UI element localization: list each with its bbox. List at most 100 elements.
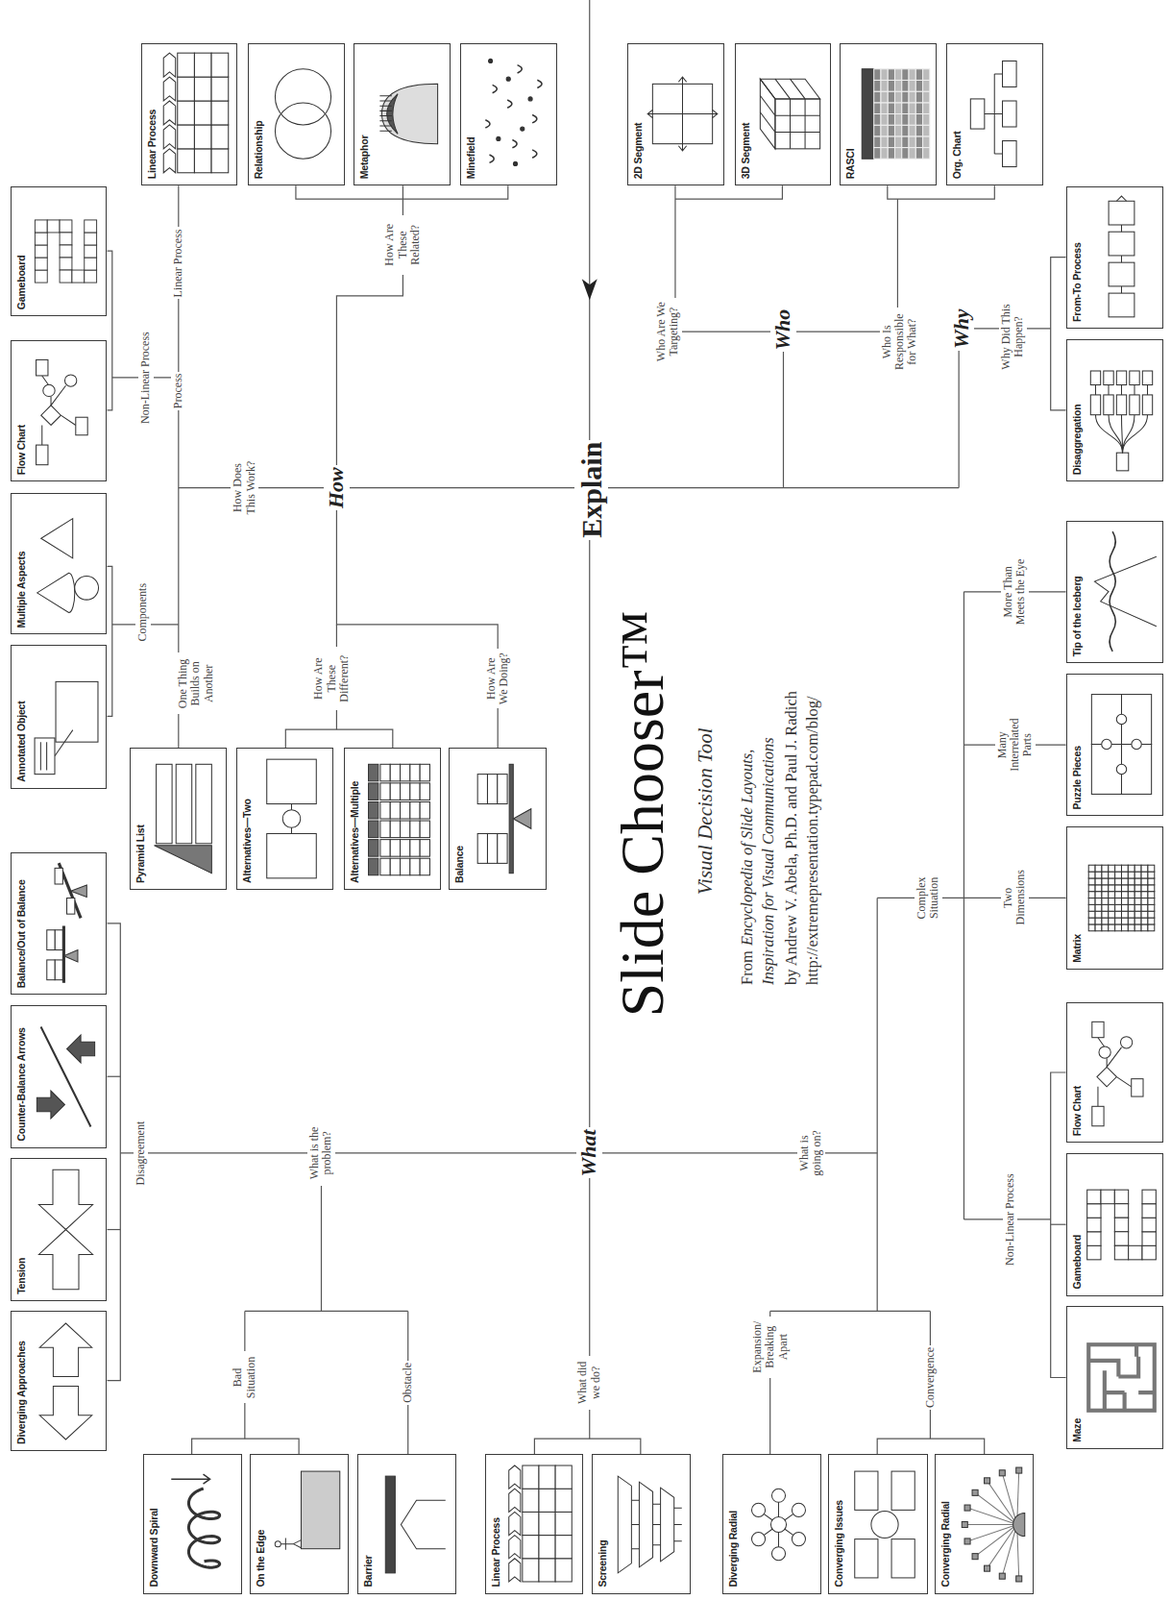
icon-rect <box>1127 924 1135 931</box>
icon-rect <box>1002 61 1018 88</box>
icon-circle <box>274 1539 281 1546</box>
icon-rect <box>1147 878 1155 885</box>
icon-rect <box>1147 897 1155 904</box>
layout-icon <box>1085 344 1158 475</box>
icon-rect <box>1147 903 1155 911</box>
layout-icon <box>1085 1007 1158 1136</box>
tree-line <box>963 591 965 1220</box>
tree-line <box>336 487 498 749</box>
icon-path <box>674 1507 683 1540</box>
box-label: On the Edge <box>250 1454 267 1592</box>
tree-line <box>106 1075 121 1077</box>
icon-rect <box>367 782 378 801</box>
icon-rect <box>1114 1217 1128 1232</box>
icon-rect <box>1147 917 1155 925</box>
icon-path <box>975 1523 1018 1556</box>
layout-icon <box>29 651 102 782</box>
icon-path <box>40 518 73 559</box>
layout-box: Minefield <box>460 43 558 187</box>
icon-rect <box>1114 864 1122 872</box>
tree-line <box>877 897 879 1311</box>
layout-icon <box>148 754 221 883</box>
icon-path <box>40 405 61 426</box>
icon-rect <box>1086 1230 1100 1245</box>
icon-rect <box>1114 878 1122 885</box>
branch-question: How Does This Work? <box>230 454 259 522</box>
box-label: Gameboard <box>11 187 27 316</box>
box-label: Diverging Radial <box>723 1454 739 1592</box>
icon-path <box>631 1499 639 1548</box>
tree-line <box>887 185 995 199</box>
icon-rect <box>1091 1106 1103 1126</box>
layout-box: RASCI <box>839 43 937 187</box>
icon-rect <box>1147 910 1155 918</box>
heading-text: Explain <box>574 439 610 540</box>
box-label: Downward Spiral <box>144 1454 160 1592</box>
layout-box: Balance <box>448 747 547 890</box>
icon-path <box>532 149 537 158</box>
icon-rect <box>902 91 909 103</box>
branch-question: Who Are We Targeting? <box>654 297 683 366</box>
branch-question: Non-Linear Process <box>1002 1171 1018 1268</box>
diagram-title: Slide Chooser™ <box>611 609 674 1018</box>
layout-icon <box>1085 1312 1158 1442</box>
icon-rect <box>908 69 916 81</box>
icon-path <box>492 85 498 94</box>
icon-rect <box>908 80 916 93</box>
icon-rect <box>367 857 378 876</box>
icon-rect <box>66 898 74 915</box>
icon-rect <box>1108 292 1135 318</box>
icon-path <box>967 1507 1018 1524</box>
tree-line <box>106 565 112 716</box>
icon-rect <box>194 76 212 101</box>
icon-rect <box>880 69 888 81</box>
branch-question: More Than Meets the Eye <box>1000 553 1029 631</box>
icon-circle <box>771 1488 785 1502</box>
layout-icon <box>267 48 340 179</box>
icon-rect <box>1142 370 1152 386</box>
icon-path <box>380 121 392 122</box>
icon-rect <box>1121 884 1128 892</box>
icon-rect <box>915 102 923 115</box>
icon-path <box>380 105 392 107</box>
icon-path <box>40 741 47 770</box>
tree-line <box>675 185 782 199</box>
icon-rect <box>34 244 48 258</box>
icon-rect <box>915 69 923 81</box>
box-label: Balance/Out of Balance <box>11 853 27 995</box>
icon-rect <box>874 102 881 115</box>
icon-path <box>39 1385 92 1439</box>
icon-path <box>509 1511 521 1535</box>
heading-text: Visual Decision Tool <box>693 725 719 897</box>
icon-rect <box>34 257 48 270</box>
icon-rect <box>477 832 488 863</box>
icon-rect <box>1088 878 1096 885</box>
icon-path <box>1012 1512 1025 1536</box>
icon-rect <box>894 80 902 93</box>
icon-rect <box>1114 1189 1128 1204</box>
layout-box: Counter-Balance Arrows <box>10 1004 108 1148</box>
icon-rect <box>880 80 888 93</box>
icon-rect <box>419 839 430 857</box>
icon-rect <box>1101 910 1109 918</box>
icon-rect <box>1088 1343 1155 1411</box>
box-label: Alternatives—Two <box>237 748 253 889</box>
icon-circle <box>1100 739 1111 750</box>
icon-rect <box>1088 890 1096 898</box>
box-label: Diverging Approaches <box>11 1311 27 1449</box>
layout-box: Gameboard <box>1066 1152 1164 1296</box>
layout-box: Pyramid List <box>129 747 227 890</box>
heading-text: Who <box>770 307 797 353</box>
icon-rect <box>46 959 54 980</box>
icon-rect <box>83 269 97 283</box>
tree-line <box>877 897 1066 899</box>
branch-question: Bad Situation <box>230 1351 259 1404</box>
icon-rect <box>891 1470 915 1510</box>
icon-rect <box>971 98 986 129</box>
icon-circle <box>771 1545 785 1560</box>
icon-path <box>163 52 175 77</box>
box-label: Matrix <box>1067 827 1083 969</box>
icon-path <box>1094 556 1156 627</box>
icon-rect <box>894 91 902 103</box>
icon-rect <box>922 69 929 81</box>
